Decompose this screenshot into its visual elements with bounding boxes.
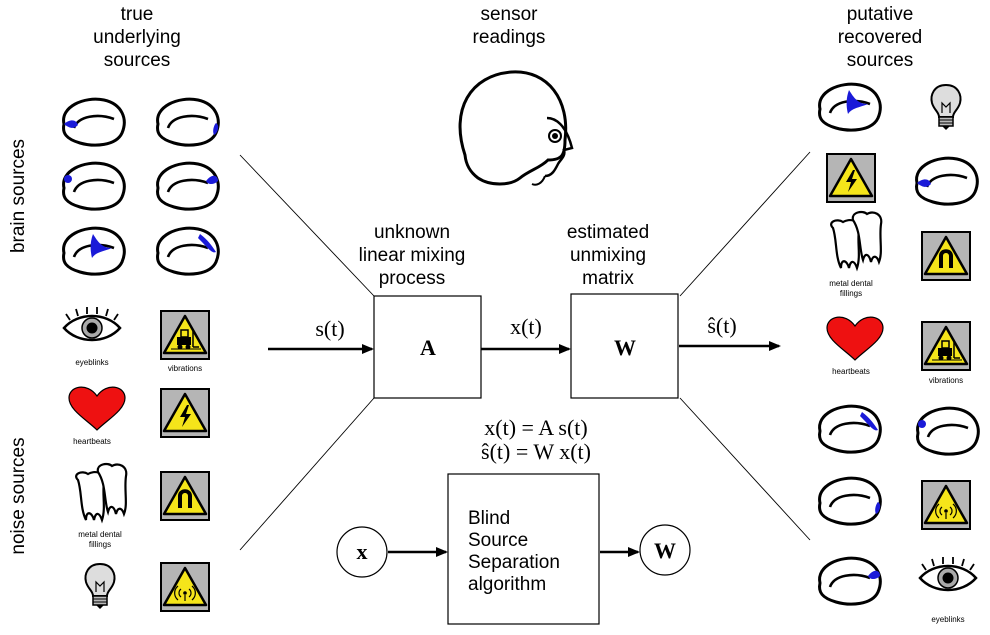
teeth-icon	[830, 210, 883, 270]
brain-icon	[915, 156, 979, 206]
magnet-warning-icon	[922, 232, 970, 280]
header-recovered: putative recovered sources	[838, 4, 923, 71]
brain-icon	[62, 97, 126, 147]
funnel-line	[679, 151, 811, 297]
teeth-icon	[75, 462, 128, 522]
vibrations-caption: vibrations	[168, 364, 202, 373]
funnel-line	[679, 397, 811, 541]
noise-sources-label: noise sources	[8, 437, 29, 554]
brain-icon	[156, 226, 220, 276]
forklift-warning-icon	[922, 322, 970, 370]
mixing-matrix-box	[373, 295, 482, 399]
dental-caption-1: metal dental	[78, 530, 122, 539]
bss-output-node	[639, 524, 691, 576]
equation-unmixing: ŝ(t) = W x(t)	[481, 439, 591, 464]
funnel-line	[239, 154, 375, 297]
bss-line-3: Separation	[468, 552, 560, 573]
eyeblinks-caption: eyeblinks	[75, 358, 108, 367]
unmixing-matrix-label: W	[614, 335, 636, 360]
radio-warning-icon	[922, 481, 970, 529]
bss-line-2: Source	[468, 530, 528, 551]
mixing-matrix-label: A	[420, 335, 436, 360]
brain-icon	[818, 82, 882, 132]
mixing-caption-line2: linear mixing	[359, 245, 466, 266]
dental-caption-1: metal dental	[829, 279, 873, 288]
dental-caption-2: fillings	[89, 540, 111, 549]
heart-icon	[68, 386, 126, 431]
bss-algorithm-box	[447, 473, 600, 625]
header-sensor-line1: sensor	[480, 4, 538, 25]
header-sensor: sensor readings	[473, 4, 546, 48]
bss-line-4: algorithm	[468, 574, 546, 595]
header-true-sources: true underlying sources	[93, 4, 181, 71]
brain-icon	[916, 406, 980, 456]
bss-input-label: x	[357, 539, 368, 564]
brain-sources-label: brain sources	[8, 139, 29, 253]
heartbeats-caption: heartbeats	[73, 437, 111, 446]
header-true-line1: true	[121, 4, 154, 25]
unmixing-caption-line1: estimated	[567, 222, 649, 243]
signal-s-label: s(t)	[315, 316, 344, 341]
brain-icon	[156, 161, 220, 211]
header-true-line2: underlying	[93, 27, 181, 48]
mixing-caption-line1: unknown	[374, 222, 450, 243]
vibrations-caption: vibrations	[929, 376, 963, 385]
header-true-line3: sources	[104, 50, 171, 71]
heartbeats-caption: heartbeats	[832, 367, 870, 376]
header-recovered-line1: putative	[847, 4, 914, 25]
helmet-head-icon	[458, 70, 574, 186]
magnet-warning-icon	[161, 472, 209, 520]
electric-warning-icon	[827, 154, 875, 202]
signal-x-label: x(t)	[510, 314, 542, 339]
mixing-caption: unknown linear mixing process	[359, 222, 466, 289]
equation-mixing: x(t) = A s(t)	[484, 415, 587, 440]
heart-icon	[826, 316, 884, 361]
bss-input-node	[336, 526, 388, 578]
dental-caption-2: fillings	[840, 289, 862, 298]
unmixing-caption-line2: unmixing	[570, 245, 646, 266]
bss-output-label: W	[654, 538, 676, 563]
brain-icon	[62, 161, 126, 211]
unmixing-caption: estimated unmixing matrix	[567, 222, 649, 289]
unmixing-matrix-box	[570, 293, 679, 399]
radio-warning-icon	[161, 563, 209, 611]
brain-icon	[156, 97, 220, 147]
light-bulb-icon	[84, 563, 116, 610]
funnel-line	[239, 397, 375, 551]
bss-line-1: Blind	[468, 508, 510, 529]
electric-warning-icon	[161, 389, 209, 437]
brain-icon	[818, 476, 882, 526]
forklift-warning-icon	[161, 311, 209, 359]
signal-s-hat-label: ŝ(t)	[707, 313, 736, 338]
eye-icon	[918, 555, 978, 592]
header-recovered-line3: sources	[847, 50, 914, 71]
mixing-caption-line3: process	[379, 268, 446, 289]
header-recovered-line2: recovered	[838, 27, 923, 48]
brain-icon	[62, 226, 126, 276]
eyeblinks-caption: eyeblinks	[931, 615, 964, 624]
brain-icon	[818, 404, 882, 454]
eye-icon	[62, 305, 122, 342]
light-bulb-icon	[930, 84, 962, 131]
unmixing-caption-line3: matrix	[582, 268, 634, 289]
brain-icon	[818, 556, 882, 606]
header-sensor-line2: readings	[473, 27, 546, 48]
